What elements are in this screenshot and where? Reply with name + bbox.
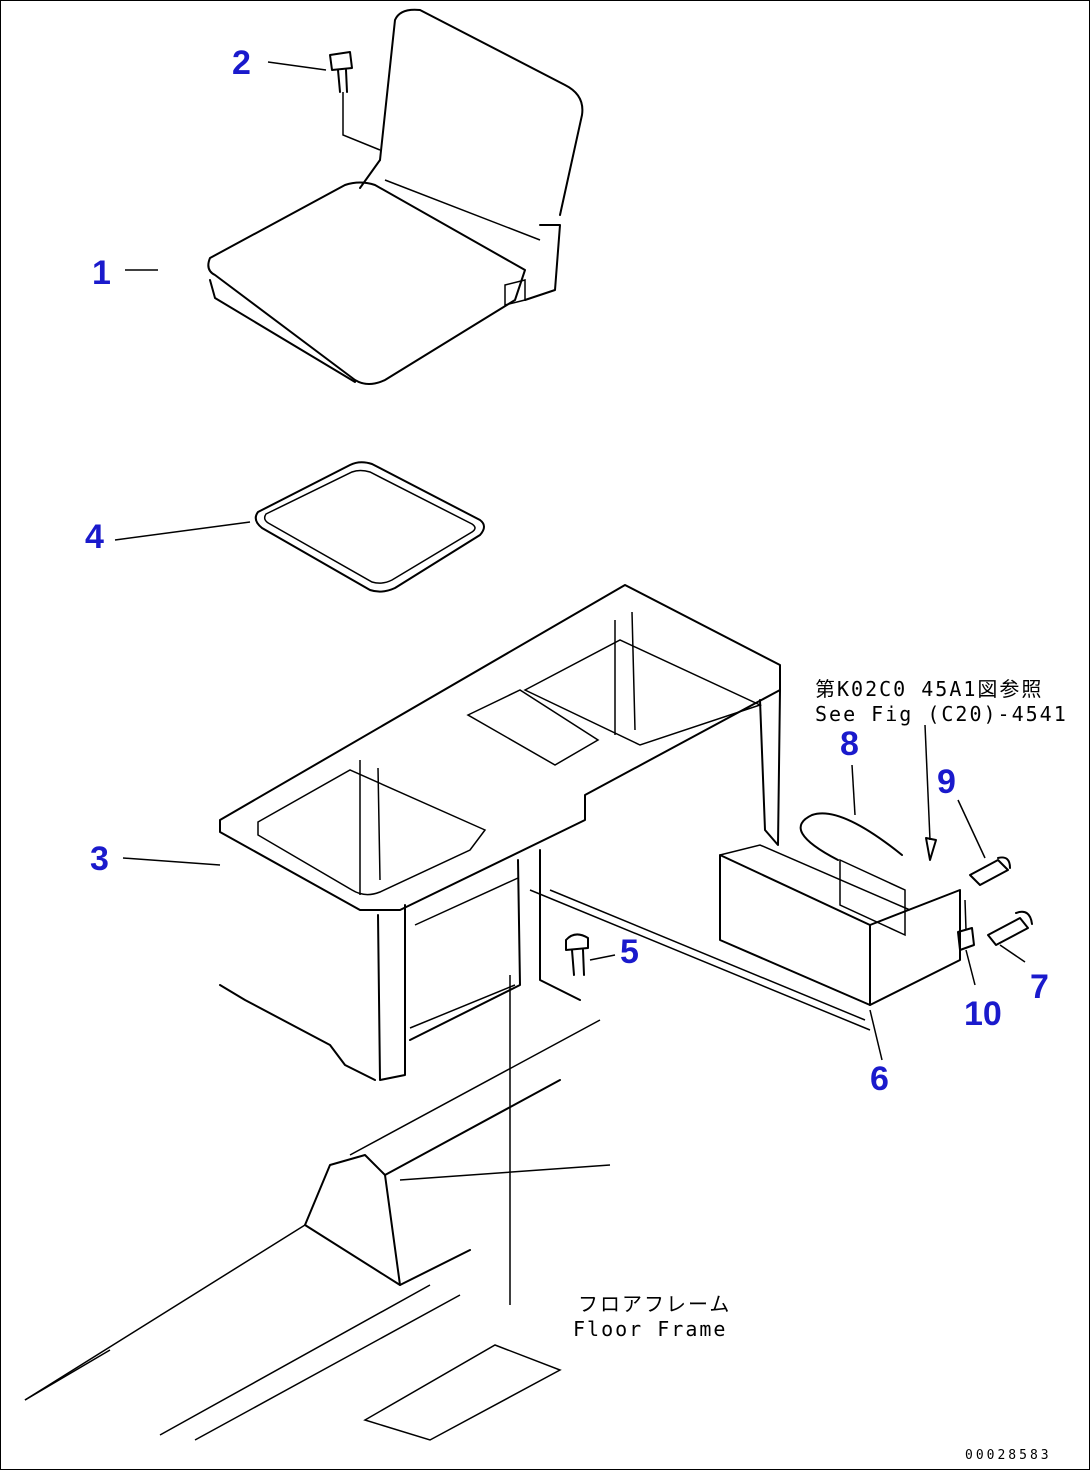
- wire-part-8: [799, 812, 903, 861]
- leader-line-7: [999, 944, 1026, 963]
- callout-4: 4: [85, 518, 104, 556]
- callout-9: 9: [937, 763, 956, 801]
- gasket-part: [254, 461, 485, 593]
- leader-line-6: [869, 1009, 883, 1061]
- callout-6: 6: [870, 1060, 889, 1098]
- leader-line-3: [122, 857, 221, 866]
- bolt-part-2: [329, 51, 353, 93]
- callout-7: 7: [1030, 968, 1049, 1006]
- seat-part: [207, 8, 584, 385]
- leader-line-2: [342, 92, 381, 151]
- bolt-part-9: [969, 856, 1011, 886]
- callout-2: 2: [232, 44, 251, 82]
- leader-line-8: [851, 764, 856, 816]
- bolt-part-5: [565, 933, 589, 976]
- floor-frame: [24, 1019, 611, 1441]
- cover-plate-part: [719, 844, 961, 1006]
- callout-8: 8: [840, 725, 859, 763]
- callout-10: 10: [964, 995, 1002, 1033]
- reference-note-jp: 第K02C0 45A1図参照: [815, 677, 1044, 701]
- callout-3: 3: [90, 840, 109, 878]
- drawing-number: 00028583: [965, 1448, 1052, 1463]
- leader-line-2-label: [267, 61, 327, 71]
- leader-line-5: [589, 954, 616, 961]
- floor-frame-label-en: Floor Frame: [573, 1317, 728, 1341]
- reference-arrowhead: [925, 837, 937, 861]
- leader-line-10: [965, 949, 976, 986]
- callout-5: 5: [620, 933, 639, 971]
- leader-line-9: [957, 799, 986, 859]
- reference-note-en: See Fig (C20)-4541: [815, 702, 1068, 726]
- floor-frame-label-jp: フロアフレーム: [578, 1292, 732, 1316]
- seat-stand-part: [219, 584, 871, 1081]
- bolt-part-7: [987, 910, 1033, 946]
- leader-line-4: [114, 521, 251, 541]
- clip-part-10: [957, 899, 975, 951]
- callout-1: 1: [92, 254, 111, 292]
- reference-leader: [924, 724, 931, 841]
